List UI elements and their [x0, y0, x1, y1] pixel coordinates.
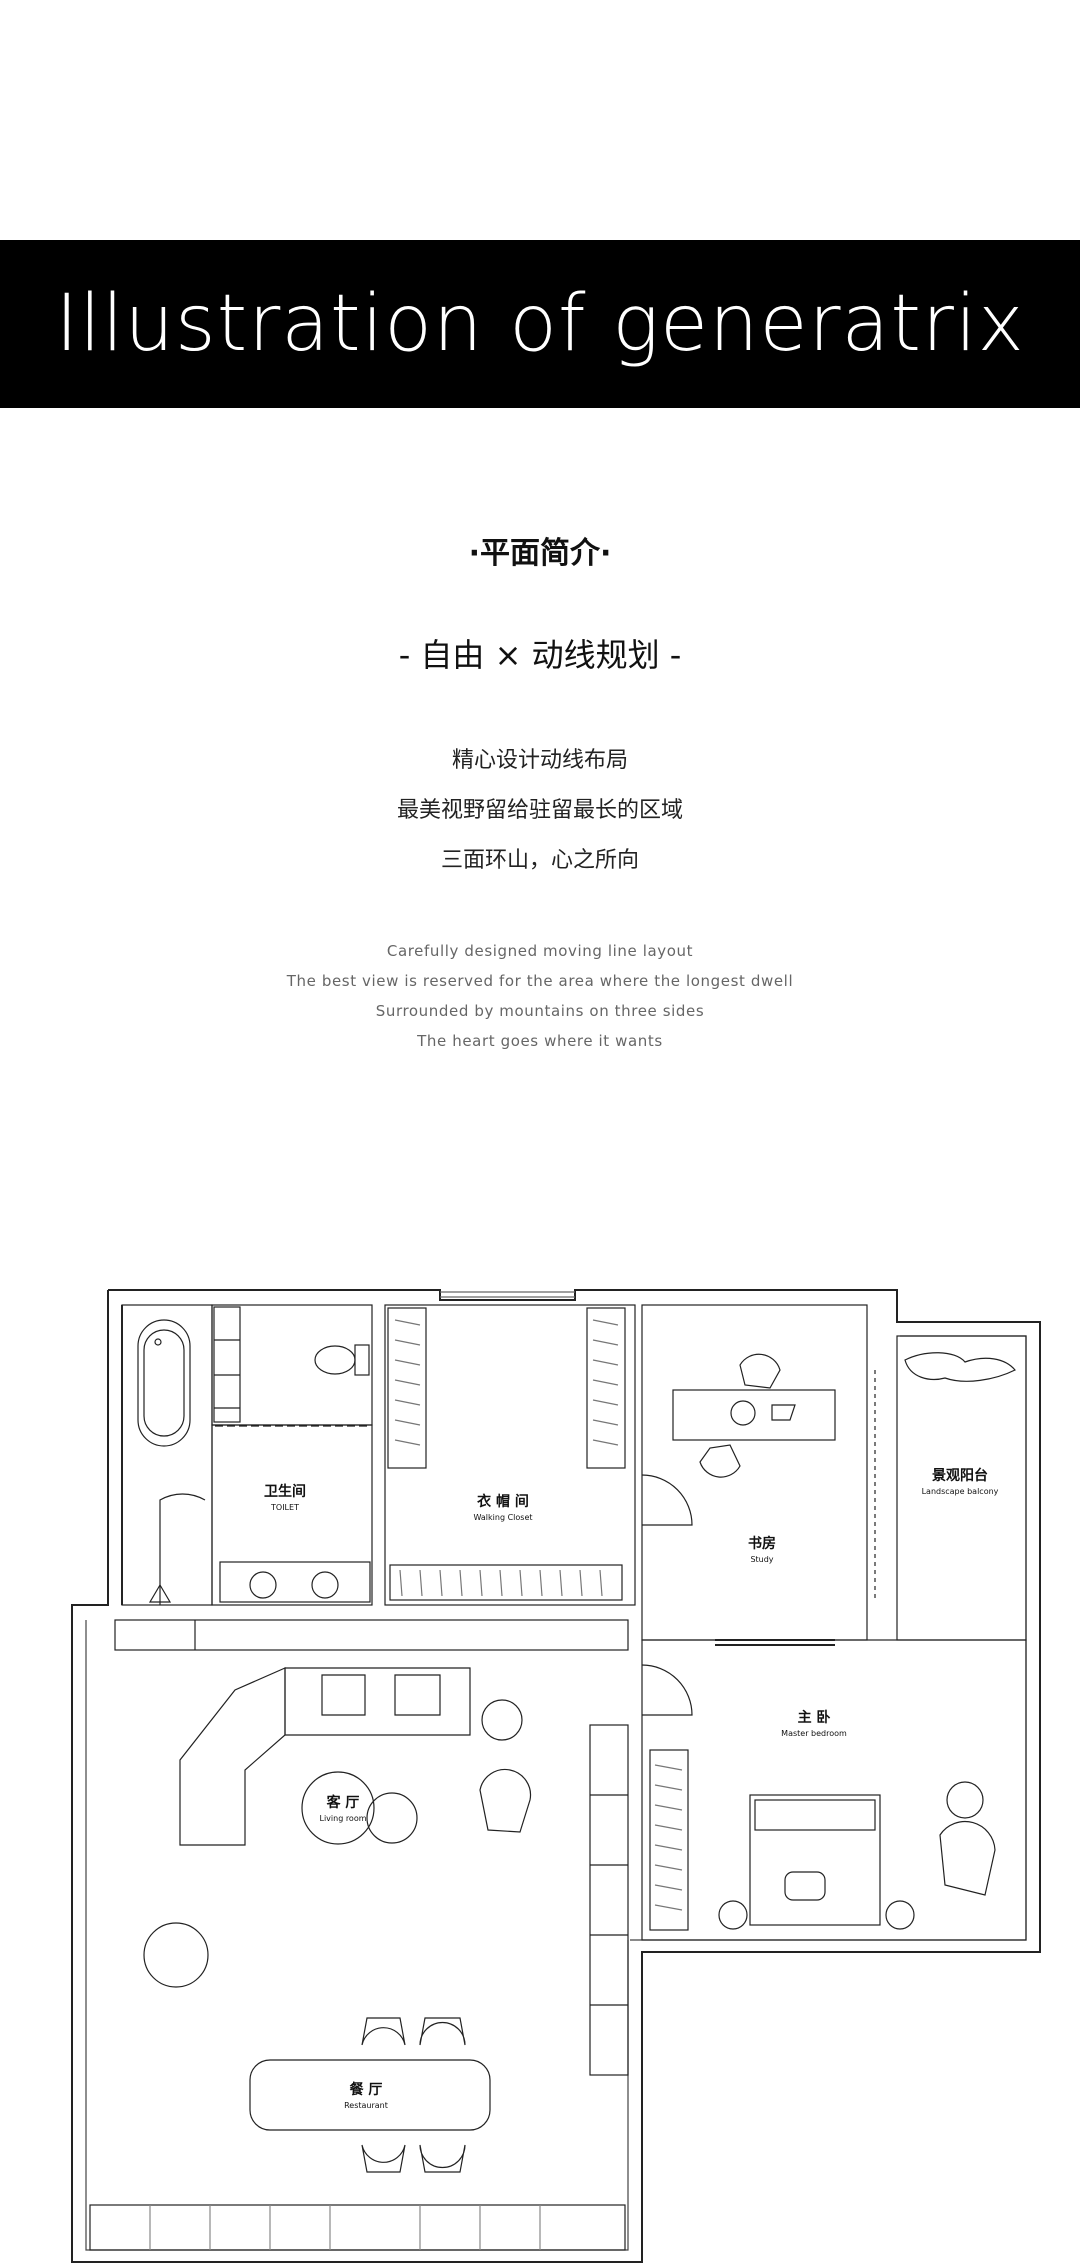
- study: [641, 1304, 868, 1641]
- room-label-closet: 衣 帽 间: [477, 1493, 529, 1510]
- floor-plan: 卫生间 TOILET 衣 帽 间 Walking Closet 书房 Study…: [71, 1289, 1041, 2263]
- description-zh-line: 三面环山，心之所向: [440, 848, 639, 873]
- description-en-line: Surrounded by mountains on three sides: [375, 1002, 705, 1020]
- subtitle: - 自由 × 动线规划 -: [398, 636, 682, 674]
- living-dining: [89, 1619, 629, 2251]
- room-label-restaurant-en: Restaurant: [344, 2101, 388, 2110]
- section-title: ·平面简介·: [468, 536, 612, 571]
- title-banner: Illustration of generatrix: [0, 240, 1080, 408]
- room-label-restaurant: 餐 厅: [349, 2081, 383, 2098]
- room-label-master: 主 卧: [798, 1709, 831, 1726]
- room-label-master-en: Master bedroom: [781, 1729, 847, 1738]
- description-zh-line: 最美视野留给驻留最长的区域: [396, 798, 683, 823]
- room-label-closet-en: Walking Closet: [474, 1513, 533, 1522]
- room-label-living: 客 厅: [326, 1794, 360, 1811]
- room-label-toilet-en: TOILET: [270, 1503, 299, 1512]
- description-zh-line: 精心设计动线布局: [451, 748, 628, 773]
- walking-closet: [384, 1304, 636, 1606]
- bathroom: [121, 1304, 373, 1606]
- outer-wall-inner-line: [85, 1305, 1027, 2251]
- window-top: [440, 1291, 575, 1298]
- room-labels: 卫生间 TOILET 衣 帽 间 Walking Closet 书房 Study…: [264, 1467, 999, 2110]
- banner-title: Illustration of generatrix: [55, 279, 1025, 369]
- room-label-study-en: Study: [750, 1555, 773, 1564]
- description-en-line: The best view is reserved for the area w…: [286, 972, 794, 990]
- room-label-toilet: 卫生间: [264, 1483, 306, 1500]
- room-label-balcony-en: Landscape balcony: [922, 1487, 999, 1496]
- room-label-balcony: 景观阳台: [932, 1467, 988, 1484]
- room-label-study: 书房: [748, 1535, 776, 1552]
- outer-walls: [71, 1289, 1041, 2263]
- master-bedroom: [641, 1639, 1027, 1941]
- description-en-line: The heart goes where it wants: [417, 1032, 663, 1050]
- description-en-line: Carefully designed moving line layout: [386, 942, 694, 960]
- room-label-living-en: Living room: [319, 1814, 366, 1823]
